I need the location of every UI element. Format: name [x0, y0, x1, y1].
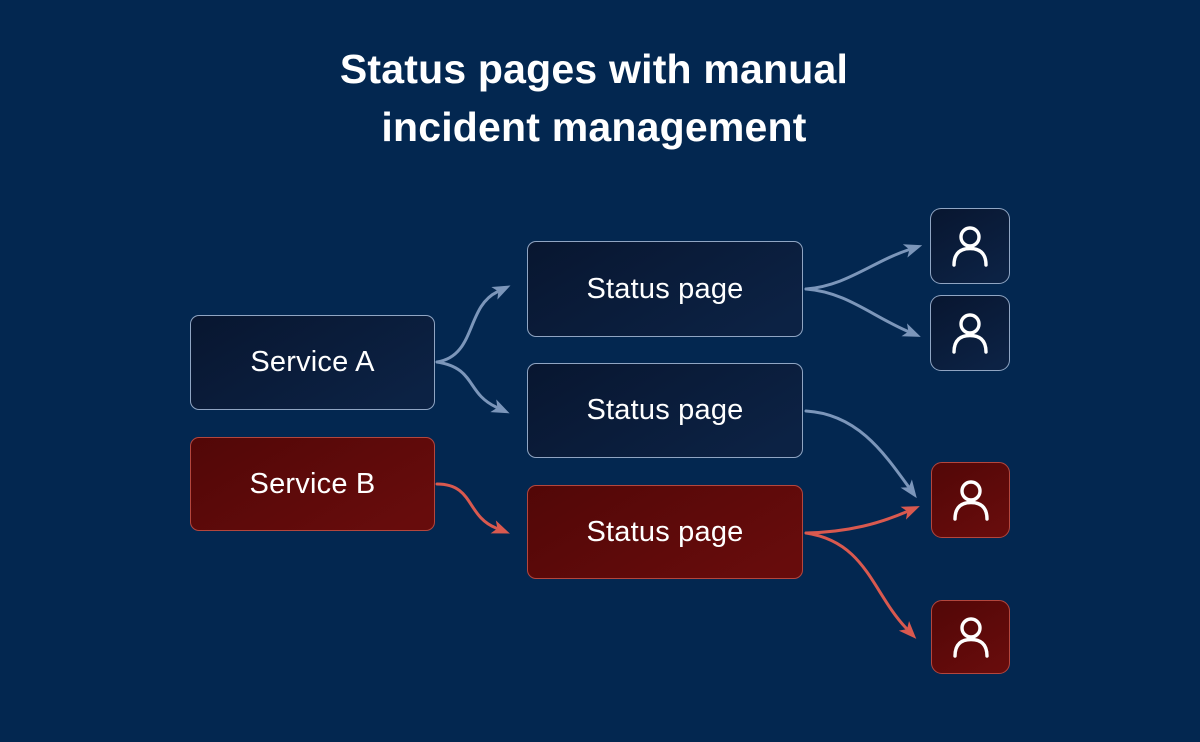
service-a-label: Service A: [250, 346, 375, 378]
person-icon: [952, 313, 988, 354]
arrow-status-page-1-to-subscriber-1: [804, 244, 923, 291]
person-icon: [952, 480, 989, 521]
service-b-label: Service B: [249, 467, 376, 500]
diagram-title-line2: incident management: [381, 104, 807, 151]
subscriber-4-box: [931, 600, 1010, 674]
arrow-service-a-to-status-page-2: [435, 360, 510, 414]
diagram-title-line1: Status pages with manual: [339, 46, 849, 92]
arrow-status-page-3-to-subscriber-3: [804, 506, 920, 535]
status-page-3-label: Status page: [586, 515, 744, 548]
arrow-status-page-2-to-subscriber-3: [804, 409, 917, 499]
arrow-status-page-3-to-subscriber-4: [804, 531, 917, 639]
person-icon: [952, 226, 988, 267]
arrow-service-a-to-status-page-1: [435, 285, 511, 364]
status-page-2-box: Status page: [527, 363, 803, 458]
status-page-1-label: Status page: [586, 272, 744, 305]
service-b-box: Service B: [190, 437, 435, 531]
person-icon: [952, 617, 989, 658]
subscriber-3-box: [931, 462, 1010, 538]
service-a-box: Service A: [190, 315, 435, 410]
status-page-1-box: Status page: [527, 241, 803, 337]
status-page-2-label: Status page: [586, 394, 744, 426]
diagram-title: Status pages with manual incident manage…: [0, 40, 1188, 156]
arrow-status-page-1-to-subscriber-2: [804, 287, 921, 337]
subscriber-1-box: [930, 208, 1010, 284]
status-page-3-box: Status page: [527, 485, 803, 579]
subscriber-2-box: [930, 295, 1010, 371]
arrow-service-b-to-status-page-3: [435, 482, 510, 534]
